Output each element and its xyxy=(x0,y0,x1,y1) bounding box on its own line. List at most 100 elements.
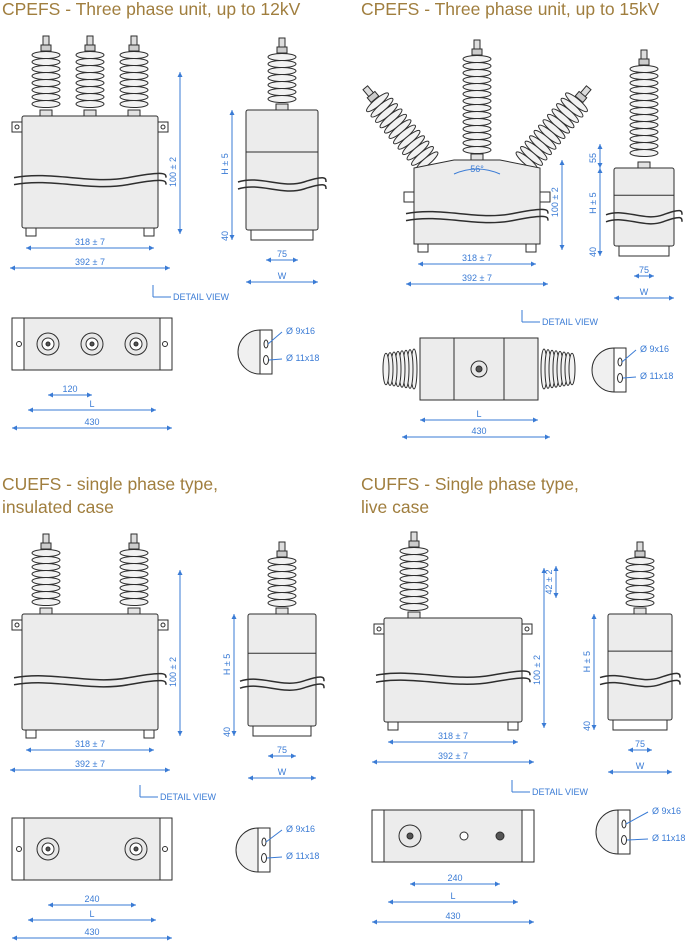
bushing-base xyxy=(407,611,421,619)
dimensions: DETAIL VIEW xyxy=(521,310,599,327)
side-view xyxy=(239,541,325,737)
foot xyxy=(507,721,519,731)
top-view xyxy=(11,317,173,371)
dimension-label: DETAIL VIEW xyxy=(173,292,230,302)
capacitor-case xyxy=(383,617,523,723)
insulator-shed xyxy=(75,72,105,80)
dimension-label: 240 xyxy=(84,894,99,904)
insulator-shed xyxy=(625,599,655,607)
dimension-label: 392 ± 7 xyxy=(75,257,105,267)
break-line xyxy=(605,209,683,218)
break-line xyxy=(239,683,325,691)
capacitor-case xyxy=(413,159,541,245)
insulator-shed xyxy=(399,568,429,576)
insulator-shed xyxy=(629,93,659,101)
dimension-label: W xyxy=(278,271,287,281)
insulator-shed xyxy=(462,62,492,70)
insulator-shed xyxy=(629,107,659,115)
insulator-shed xyxy=(568,352,576,386)
dimension-label: Ø 11x18 xyxy=(640,371,673,381)
dimension-label: H ± 5 xyxy=(582,651,592,672)
insulator-shed xyxy=(267,599,297,607)
insulator-shed xyxy=(119,79,149,87)
dimension-label: W xyxy=(636,761,645,771)
insulator-shed xyxy=(629,121,659,129)
insulator-shed xyxy=(462,97,492,105)
dimension-label: 56° xyxy=(470,164,484,174)
insulator-shed xyxy=(119,556,149,564)
terminal-center xyxy=(89,341,95,347)
dimension-label: 40 xyxy=(220,231,230,241)
mount-hole xyxy=(376,626,382,632)
insulator-shed xyxy=(31,100,61,108)
insulator-shed xyxy=(119,584,149,592)
insulator-shed xyxy=(31,79,61,87)
insulator-shed xyxy=(462,104,492,112)
insulator-shed xyxy=(267,95,297,103)
insulator-shed xyxy=(75,86,105,94)
insulator-shed xyxy=(629,142,659,150)
dimension-label: 392 ± 7 xyxy=(438,751,468,761)
dimension-label: 40 xyxy=(588,247,598,257)
slot-11x18 xyxy=(621,835,627,845)
angled-bushing xyxy=(512,85,592,177)
dimension-label: 75 xyxy=(639,265,649,275)
insulator-shed xyxy=(462,125,492,133)
break-line xyxy=(239,676,325,684)
break-line xyxy=(237,184,327,192)
detail-bracket xyxy=(595,809,619,855)
bushing-insulator xyxy=(31,35,61,117)
dimension-label: H ± 5 xyxy=(588,192,598,213)
dimension-label: DETAIL VIEW xyxy=(532,787,589,797)
bushing-insulator xyxy=(629,49,659,169)
insulator-shed xyxy=(267,60,297,68)
dimension-label: 75 xyxy=(277,249,287,259)
insulator-shed xyxy=(267,67,297,75)
dimension-label: Ø 11x18 xyxy=(286,353,319,363)
insulator-shed xyxy=(625,564,655,572)
terminal-nut xyxy=(128,542,140,550)
mounting-ear-left xyxy=(403,191,415,203)
insulator-shed xyxy=(267,571,297,579)
bushing-insulator xyxy=(119,35,149,117)
mount-hole xyxy=(162,846,168,852)
insulator-shed xyxy=(31,591,61,599)
mount-hole xyxy=(14,124,20,130)
terminal-nut xyxy=(408,540,420,548)
detail-view xyxy=(595,809,631,855)
terminal-nut xyxy=(638,58,650,66)
bushing-base xyxy=(83,109,97,117)
dimension-label: L xyxy=(89,399,94,409)
insulator-shed xyxy=(629,149,659,157)
angled-bushing xyxy=(362,85,442,177)
insulator-shed xyxy=(75,51,105,59)
dimension-label: 318 ± 7 xyxy=(462,253,492,263)
insulator-shed xyxy=(119,93,149,101)
bushing-base xyxy=(275,103,289,111)
break-line xyxy=(605,216,683,225)
mount-hole xyxy=(524,626,530,632)
dimension-label: 75 xyxy=(277,745,287,755)
insulator-shed xyxy=(119,51,149,59)
bushing-insulator xyxy=(31,533,61,615)
dimensions: 42 ± 2 xyxy=(544,566,559,598)
foot xyxy=(25,729,37,739)
dimension-label: Ø 9x16 xyxy=(640,344,669,354)
dimensions: 55 xyxy=(588,144,603,168)
insulator-shed xyxy=(119,86,149,94)
detail-flange xyxy=(617,809,631,855)
bushing-insulator xyxy=(75,35,105,117)
capacitor-case xyxy=(247,613,317,727)
insulator-shed xyxy=(31,577,61,585)
terminal-center xyxy=(133,341,139,347)
foot xyxy=(143,227,155,237)
bushing-base xyxy=(637,161,651,169)
base-bracket xyxy=(612,719,668,731)
bushing-base xyxy=(633,607,647,615)
dimension-label: 120 xyxy=(62,384,77,394)
vent-plug xyxy=(459,831,469,841)
insulator-shed xyxy=(625,578,655,586)
dimension-label: 318 ± 7 xyxy=(438,731,468,741)
